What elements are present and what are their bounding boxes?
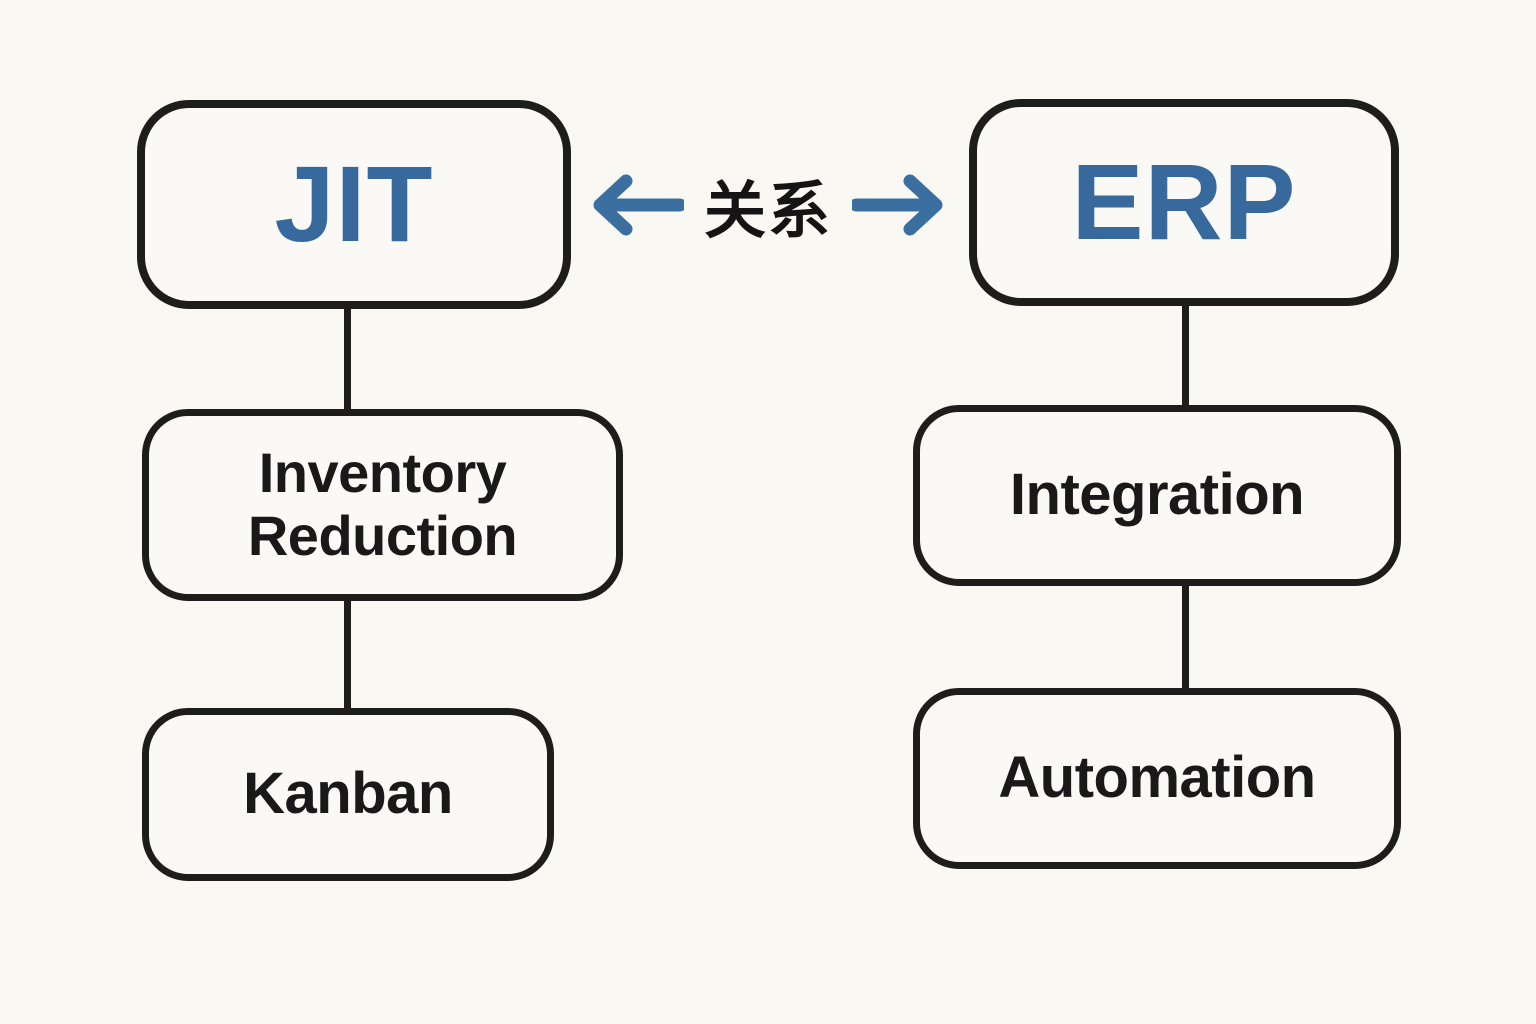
node-kanban[interactable]: Kanban [142,708,554,881]
connector-inventory-reduction-to-kanban [344,592,351,716]
node-inventory-reduction-label: Inventory Reduction [247,441,518,567]
connector-integration-to-automation [1182,578,1189,696]
node-integration-label: Integration [1009,462,1305,528]
relation-link: 关系 [586,155,950,255]
node-inventory-reduction-label-line2: Reduction [247,504,518,567]
node-jit[interactable]: JIT [137,100,571,309]
node-kanban-label: Kanban [243,761,453,827]
node-automation-label: Automation [998,745,1316,811]
relation-label: 关系 [703,174,832,247]
node-erp[interactable]: ERP [969,99,1399,306]
node-jit-label: JIT [274,143,434,265]
node-integration[interactable]: Integration [913,405,1401,586]
node-inventory-reduction[interactable]: Inventory Reduction [142,409,623,601]
node-erp-label: ERP [1071,141,1297,263]
arrow-left-icon [586,172,687,238]
connector-jit-to-inventory-reduction [344,300,351,418]
arrow-right-icon [849,172,950,238]
node-inventory-reduction-label-line1: Inventory [258,441,507,505]
node-automation[interactable]: Automation [913,688,1401,869]
connector-erp-to-integration [1182,298,1189,414]
